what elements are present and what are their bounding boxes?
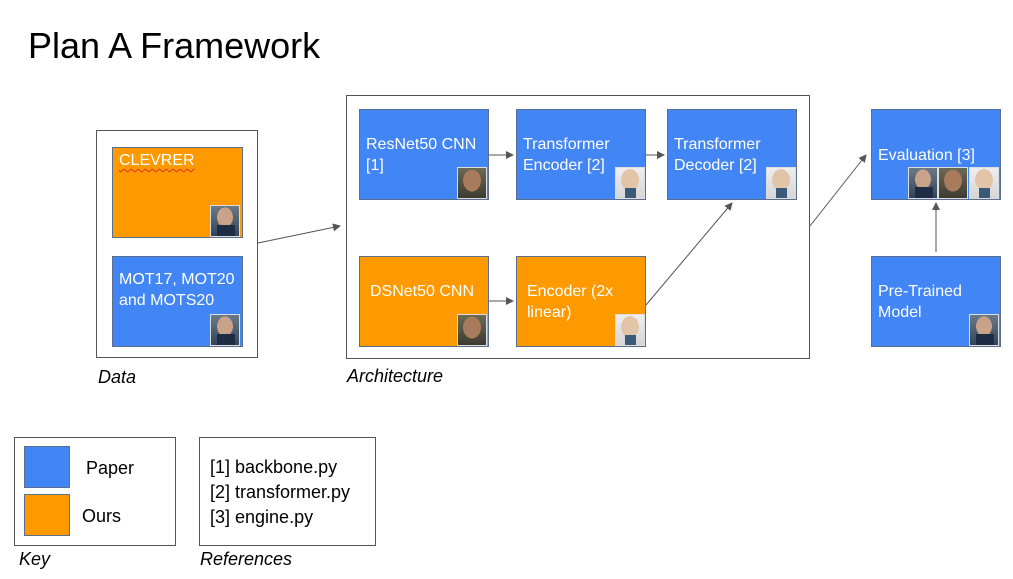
- references-frame: [199, 437, 376, 546]
- node-pretrained-model-label: Pre-Trained Model: [878, 283, 962, 321]
- page-title: Plan A Framework: [28, 25, 321, 66]
- legend-swatch-paper: [24, 446, 70, 488]
- reference-item: [2] transformer.py: [210, 482, 351, 502]
- node-evaluation[interactable]: Evaluation [3]: [871, 109, 1001, 200]
- references-list: [1] backbone.py [2] transformer.py [3] e…: [210, 455, 350, 530]
- node-dsnet-label: DSNet50 CNN: [370, 283, 475, 300]
- avatar: [615, 314, 645, 346]
- avatar: [766, 167, 796, 199]
- node-transformer-decoder[interactable]: Transformer Decoder [2]: [667, 109, 797, 200]
- avatar: [908, 167, 938, 199]
- node-dsnet[interactable]: DSNet50 CNN: [359, 256, 489, 347]
- legend-label-paper: Paper: [86, 458, 135, 478]
- avatar: [938, 167, 968, 199]
- node-mot[interactable]: MOT17, MOT20 and MOTS20: [112, 256, 243, 347]
- avatar: [210, 314, 240, 346]
- references-caption: References: [200, 549, 293, 569]
- avatar: [615, 167, 645, 199]
- legend-label-ours: Ours: [82, 506, 122, 526]
- node-mot-label: MOT17, MOT20 and MOTS20: [119, 271, 235, 309]
- legend-swatch-ours: [24, 494, 70, 536]
- node-pretrained-model[interactable]: Pre-Trained Model: [871, 256, 1001, 347]
- avatar: [457, 167, 487, 199]
- avatar: [969, 314, 999, 346]
- reference-item: [1] backbone.py: [210, 457, 338, 477]
- reference-item: [3] engine.py: [210, 507, 314, 527]
- arrow-data-to-architecture: [257, 223, 341, 244]
- arrow-linear-encoder-to-decoder: [645, 202, 733, 306]
- node-clevrer-label: CLEVRER: [119, 152, 195, 169]
- key-caption: Key: [19, 549, 51, 569]
- node-transformer-encoder[interactable]: Transformer Encoder [2]: [516, 109, 646, 200]
- node-resnet-label: ResNet50 CNN [1]: [366, 136, 477, 174]
- data-caption: Data: [98, 367, 137, 387]
- avatar: [210, 205, 240, 237]
- node-clevrer[interactable]: CLEVRER: [112, 147, 243, 238]
- arrow-architecture-to-evaluation: [809, 154, 867, 227]
- node-evaluation-label: Evaluation [3]: [878, 147, 975, 164]
- avatar: [969, 167, 999, 199]
- node-encoder-2x-linear[interactable]: Encoder (2x linear): [516, 256, 646, 347]
- node-transformer-decoder-label: Transformer Decoder [2]: [674, 136, 761, 174]
- node-transformer-encoder-label: Transformer Encoder [2]: [523, 136, 610, 174]
- avatar: [457, 314, 487, 346]
- node-encoder-2x-linear-label: Encoder (2x linear): [527, 283, 614, 321]
- architecture-caption: Architecture: [347, 366, 444, 386]
- node-resnet[interactable]: ResNet50 CNN [1]: [359, 109, 489, 200]
